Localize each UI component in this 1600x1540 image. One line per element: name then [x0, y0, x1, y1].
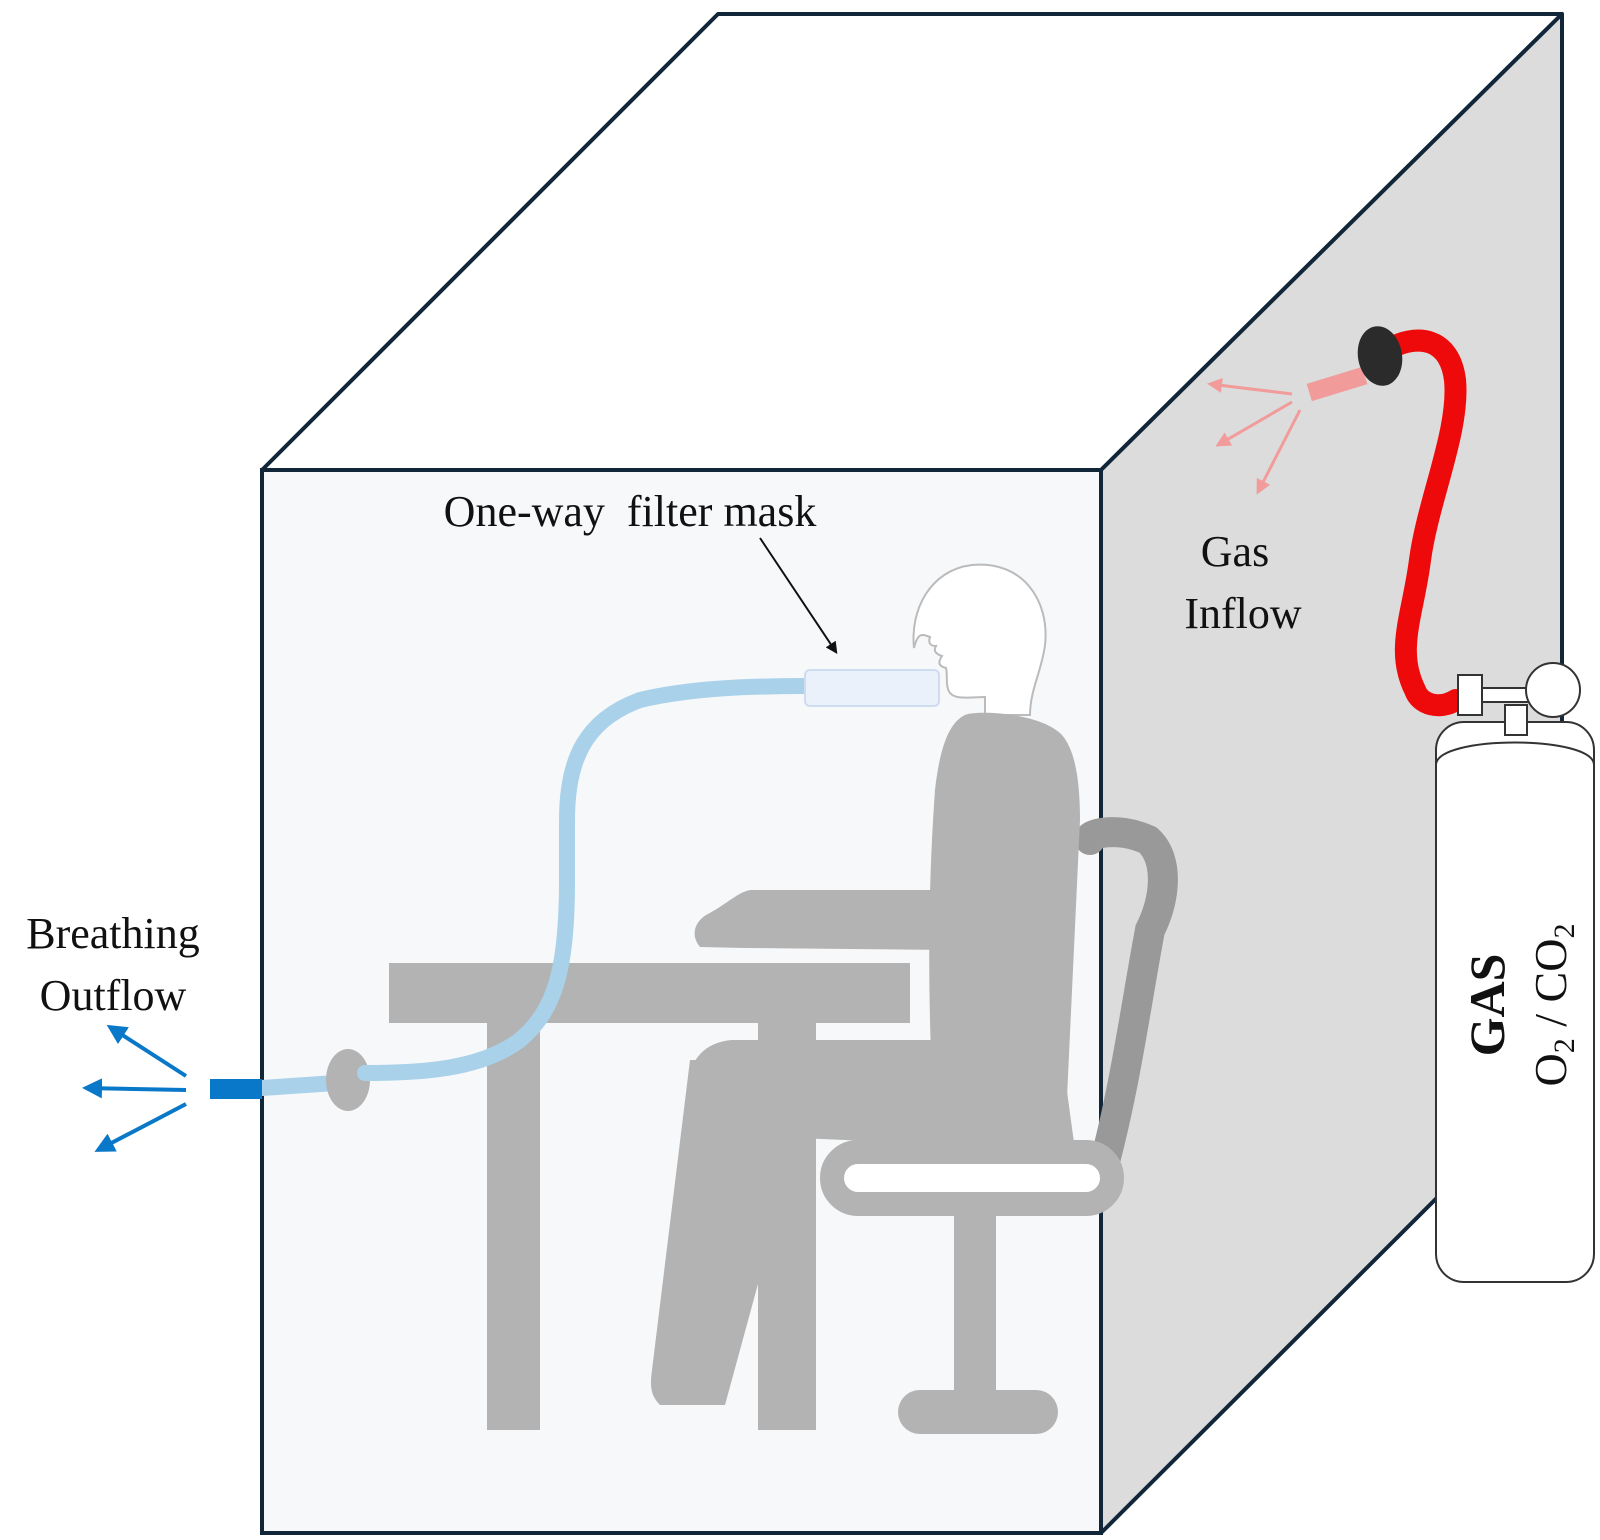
gas-inflow-label-line1: Gas	[1201, 527, 1269, 576]
cylinder-title: GAS	[1459, 954, 1515, 1057]
breathing-outflow-label-line2: Outflow	[40, 971, 187, 1020]
gas-inflow-label-line2: Inflow	[1184, 589, 1302, 638]
cylinder-gases: O2 / CO2	[1525, 924, 1581, 1087]
gas-cylinder	[1435, 662, 1595, 1283]
mask-pointer-arrow	[759, 537, 838, 654]
desk	[389, 963, 910, 1430]
gas-hose	[1372, 329, 1467, 717]
chamber-box	[260, 12, 1564, 1535]
hose-nozzle-cap	[1357, 326, 1403, 386]
head-outline	[912, 563, 1047, 716]
seated-person	[650, 563, 1080, 1405]
cylinder-valve	[1504, 704, 1528, 736]
outflow-nozzle	[210, 1079, 262, 1099]
pressure-gauge	[1525, 662, 1581, 718]
filter-mask	[804, 669, 940, 707]
arrow-icon	[82, 1024, 188, 1152]
inflow-nozzle	[1306, 366, 1368, 402]
lower-leg	[650, 1060, 800, 1405]
breathing-outflow-label-line1: Breathing	[26, 909, 200, 958]
tube-connector	[326, 1049, 370, 1111]
chair	[820, 817, 1178, 1434]
breathing-tube	[210, 669, 940, 1111]
cylinder-label: GAS O2 / CO2	[1459, 924, 1581, 1087]
arrow-icon	[1207, 378, 1302, 495]
arm	[694, 890, 950, 950]
mask-label: One-way filter mask	[444, 487, 817, 536]
tube-hose	[357, 678, 815, 1081]
torso	[929, 712, 1080, 1140]
